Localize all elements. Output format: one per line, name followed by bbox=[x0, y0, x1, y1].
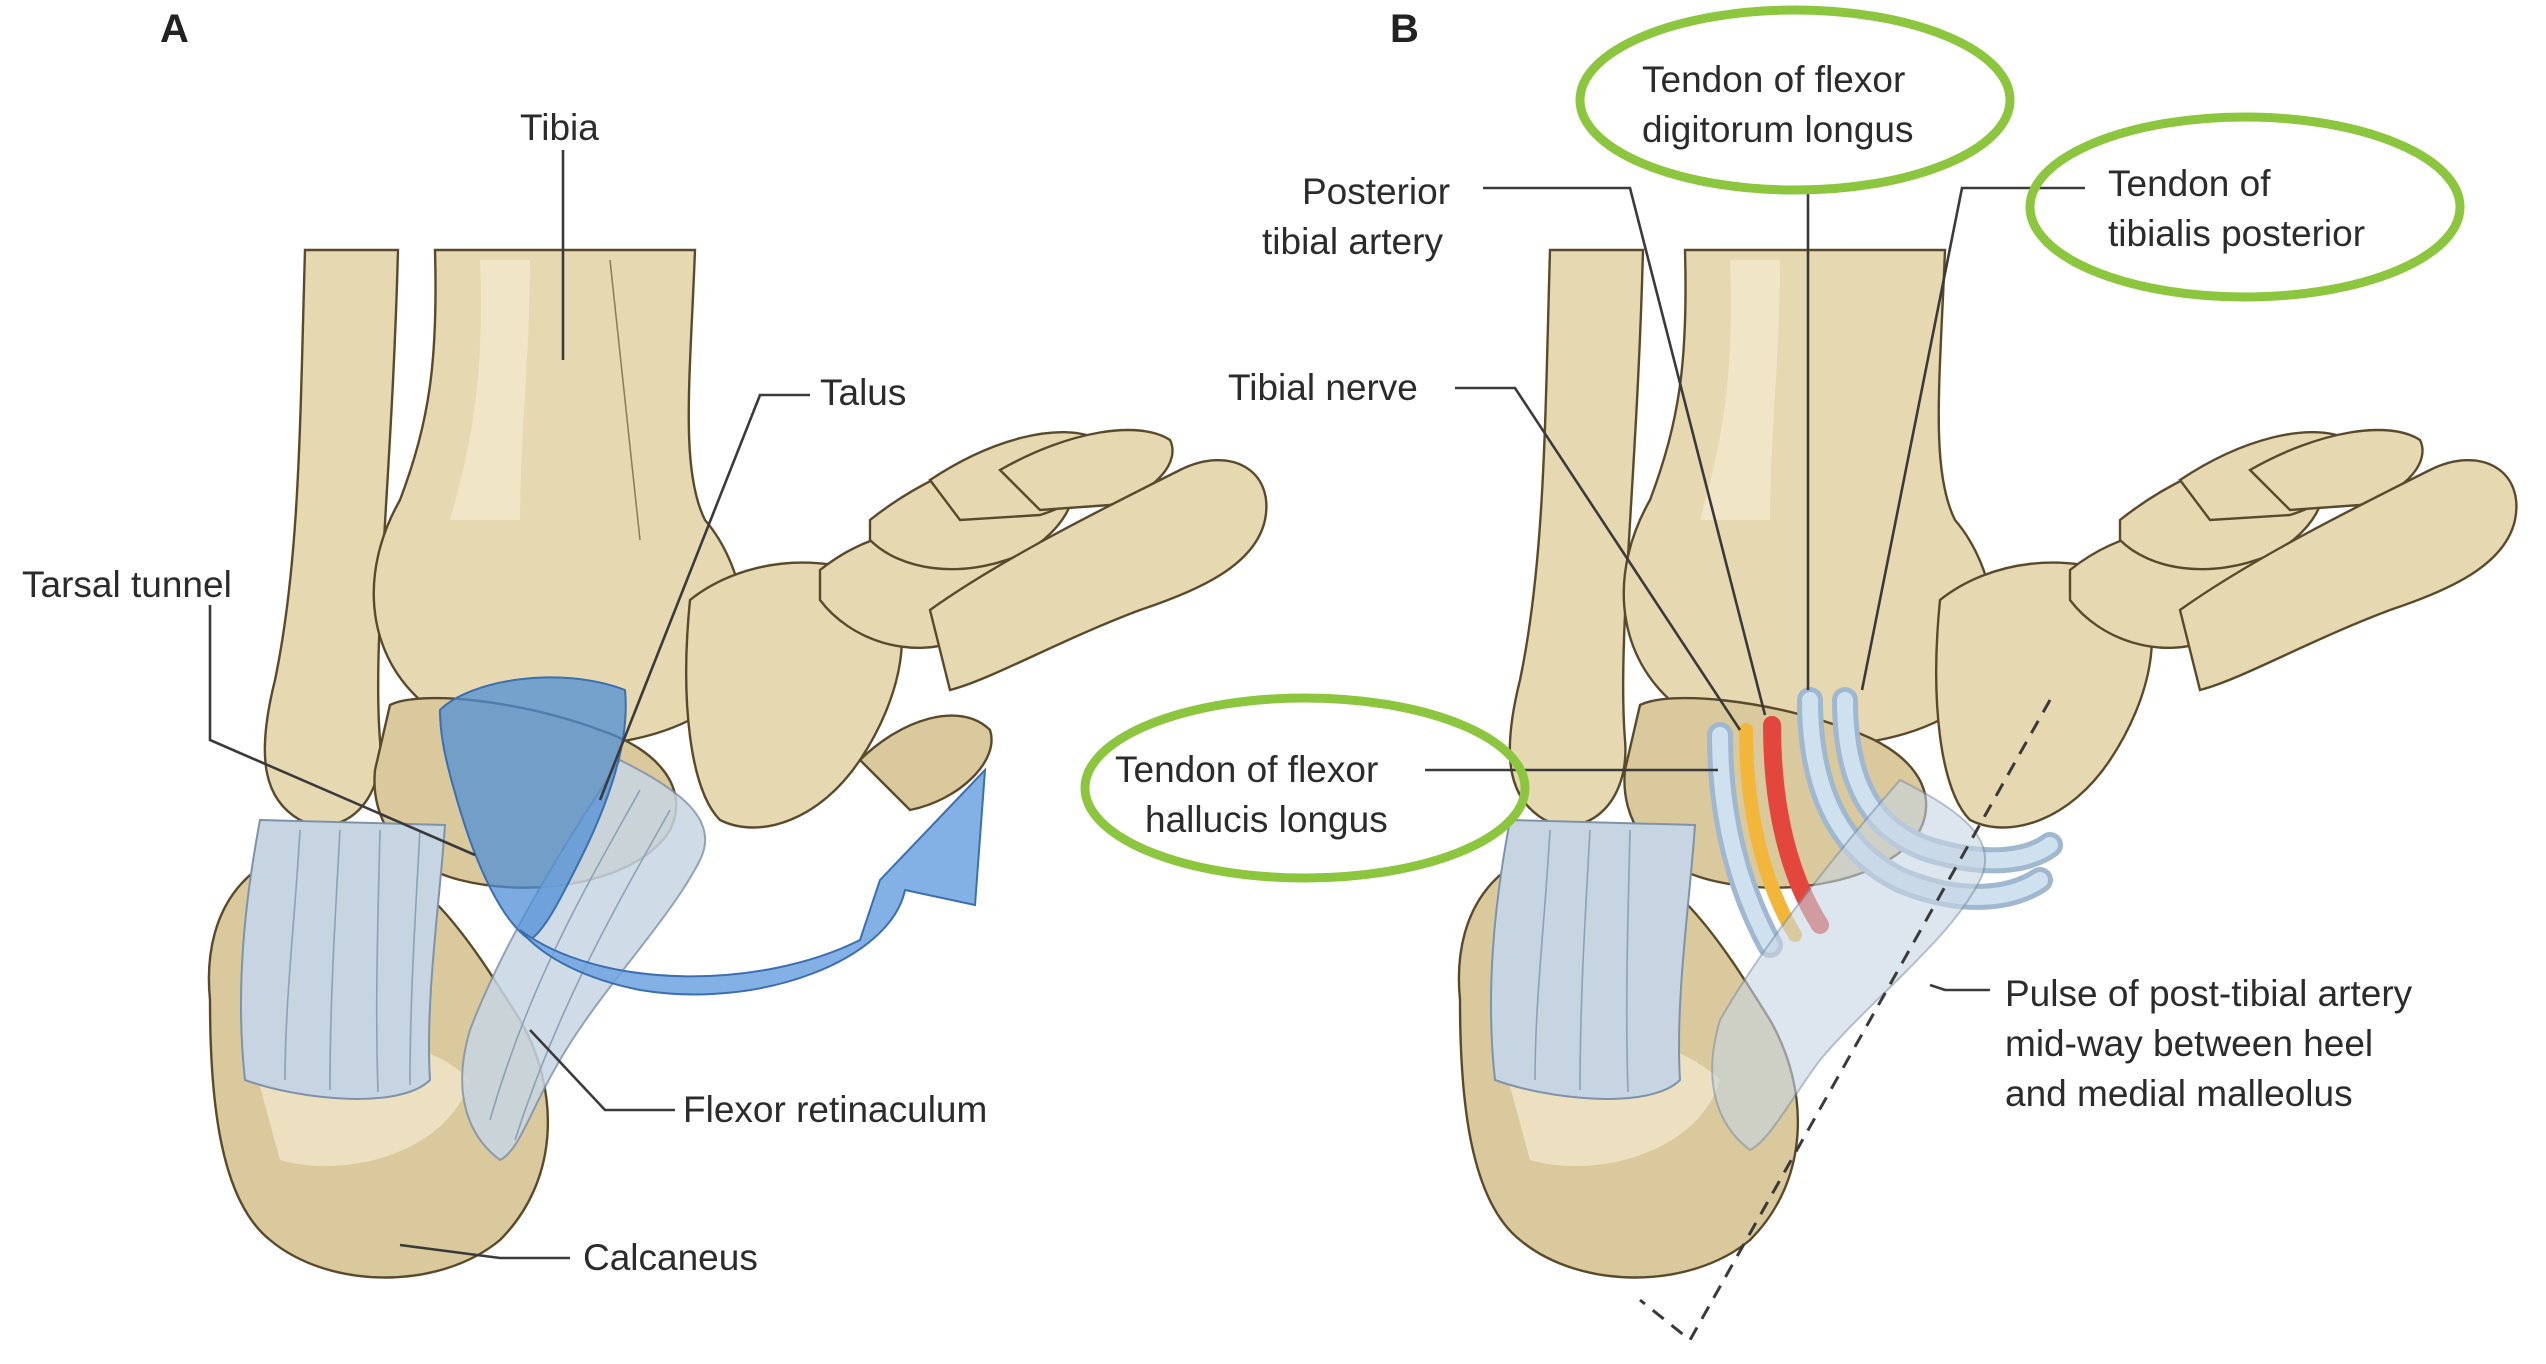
achilles-tendon-a bbox=[239, 818, 447, 1100]
svg-text:mid-way between heel: mid-way between heel bbox=[2005, 1023, 2373, 1064]
tunnel-arrow bbox=[519, 767, 987, 996]
label-talus: Talus bbox=[820, 372, 906, 413]
label-calcaneus: Calcaneus bbox=[583, 1237, 758, 1278]
svg-text:Pulse of post-tibial artery: Pulse of post-tibial artery bbox=[2005, 973, 2413, 1014]
svg-text:digitorum longus: digitorum longus bbox=[1642, 109, 1913, 150]
svg-text:and medial malleolus: and medial malleolus bbox=[2005, 1073, 2353, 1114]
fibula-a bbox=[263, 248, 400, 827]
label-pulse: Pulse of post-tibial artery mid-way betw… bbox=[2005, 973, 2413, 1114]
tibial-nerve-b bbox=[1739, 723, 1802, 942]
label-posterior-tibial-artery: Posterior tibial artery bbox=[1262, 171, 1450, 262]
label-tibial-nerve: Tibial nerve bbox=[1228, 367, 1418, 408]
label-fhl: Tendon of flexor hallucis longus bbox=[1115, 749, 1388, 840]
label-flexor-retinaculum: Flexor retinaculum bbox=[683, 1089, 987, 1130]
label-tarsal-tunnel: Tarsal tunnel bbox=[22, 564, 232, 605]
svg-text:tibialis posterior: tibialis posterior bbox=[2108, 213, 2365, 254]
pulse-landmark-dashed bbox=[1639, 699, 2052, 1343]
achilles-tendon-b bbox=[1489, 818, 1697, 1100]
svg-text:Posterior: Posterior bbox=[1302, 171, 1450, 212]
svg-text:Tendon of: Tendon of bbox=[2108, 163, 2271, 204]
svg-text:Tendon of flexor: Tendon of flexor bbox=[1115, 749, 1378, 790]
panel-a-letter: A bbox=[160, 7, 189, 51]
panel-b: B bbox=[1080, 5, 2518, 1343]
flexor-retinaculum-b bbox=[1711, 778, 1987, 1152]
svg-text:hallucis longus: hallucis longus bbox=[1145, 799, 1388, 840]
svg-text:tibial artery: tibial artery bbox=[1262, 221, 1443, 262]
highlight-fdl bbox=[1575, 5, 2015, 195]
highlight-tibialis-posterior bbox=[2025, 112, 2465, 302]
panel-a: A bbox=[22, 7, 1268, 1279]
metatarsal-1-a bbox=[928, 459, 1268, 692]
label-tibialis-posterior: Tendon of tibialis posterior bbox=[2108, 163, 2365, 254]
panel-b-letter: B bbox=[1390, 7, 1419, 51]
label-tibia: Tibia bbox=[520, 107, 599, 148]
highlight-fhl bbox=[1080, 693, 1530, 883]
tarsal-tunnel-shape bbox=[438, 676, 627, 942]
svg-text:Tendon of flexor: Tendon of flexor bbox=[1642, 59, 1905, 100]
label-fdl: Tendon of flexor digitorum longus bbox=[1642, 59, 1913, 150]
fibula-b bbox=[1508, 248, 1645, 827]
metatarsal-1-b bbox=[2178, 459, 2518, 692]
flexor-retinaculum-a bbox=[461, 758, 707, 1162]
